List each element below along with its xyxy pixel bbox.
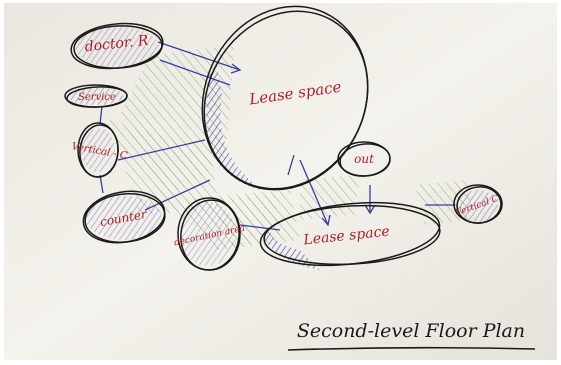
node-out <box>337 141 391 177</box>
label-service: Service <box>78 92 116 103</box>
node-service <box>64 84 128 108</box>
label-doctor: doctor. R <box>84 33 150 56</box>
diagram-title: Second-level Floor Plan <box>297 320 525 342</box>
node-lease-main <box>201 5 369 191</box>
node-doctor <box>70 22 164 70</box>
node-vertical-left <box>77 122 119 178</box>
shading <box>67 27 498 270</box>
title-underline <box>287 346 536 351</box>
node-decoration <box>177 197 241 271</box>
node-lease-lower <box>259 201 441 267</box>
label-out: out <box>354 152 374 166</box>
node-counter <box>82 190 166 244</box>
node-vertical-right <box>453 184 503 224</box>
connector-arrows <box>99 41 455 231</box>
